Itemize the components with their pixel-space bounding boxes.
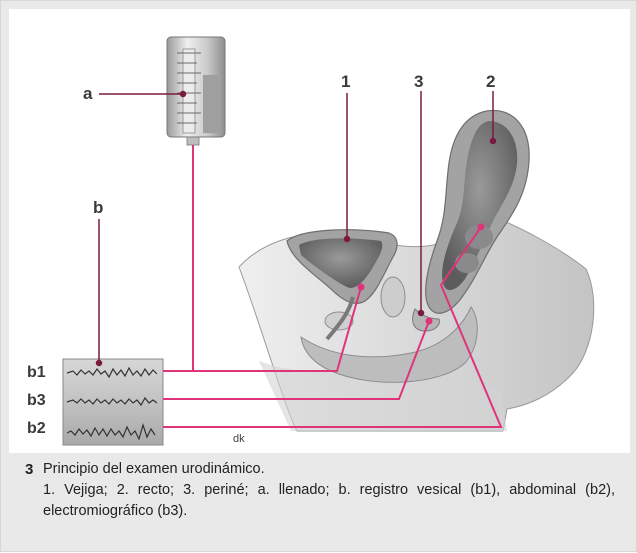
cylinder-outlet [187,137,199,145]
label-1: 1 [341,72,350,91]
rectum-fold [455,253,479,273]
leader-a-dot [181,92,186,97]
cylinder-tube [183,49,195,133]
recording-monitor [63,359,163,445]
label-2: 2 [486,72,495,91]
leader-b-dot [97,361,102,366]
cylinder-fluid [203,75,221,133]
leader-3-dot [419,311,424,316]
label-b2: b2 [27,420,46,437]
label-a: a [83,84,93,103]
artist-credit: dk [233,433,245,445]
sacrum-bone [381,277,405,317]
leader-2-dot [491,139,496,144]
pelvis-anatomy [239,110,594,431]
probe-tip-rectum [478,224,485,231]
filling-cylinder [167,37,225,145]
caption-number: 3 [25,459,33,480]
caption-body: 1. Vejiga; 2. recto; 3. periné; a. llena… [43,480,615,522]
probe-tip-bladder [358,284,365,291]
label-3: 3 [414,72,423,91]
label-b: b [93,198,103,217]
label-b3: b3 [27,392,46,409]
probe-tip-perineum [426,318,433,325]
leader-1-dot [345,237,350,242]
label-b1: b1 [27,364,46,381]
caption-title: Principio del examen urodinámico. [43,459,265,480]
